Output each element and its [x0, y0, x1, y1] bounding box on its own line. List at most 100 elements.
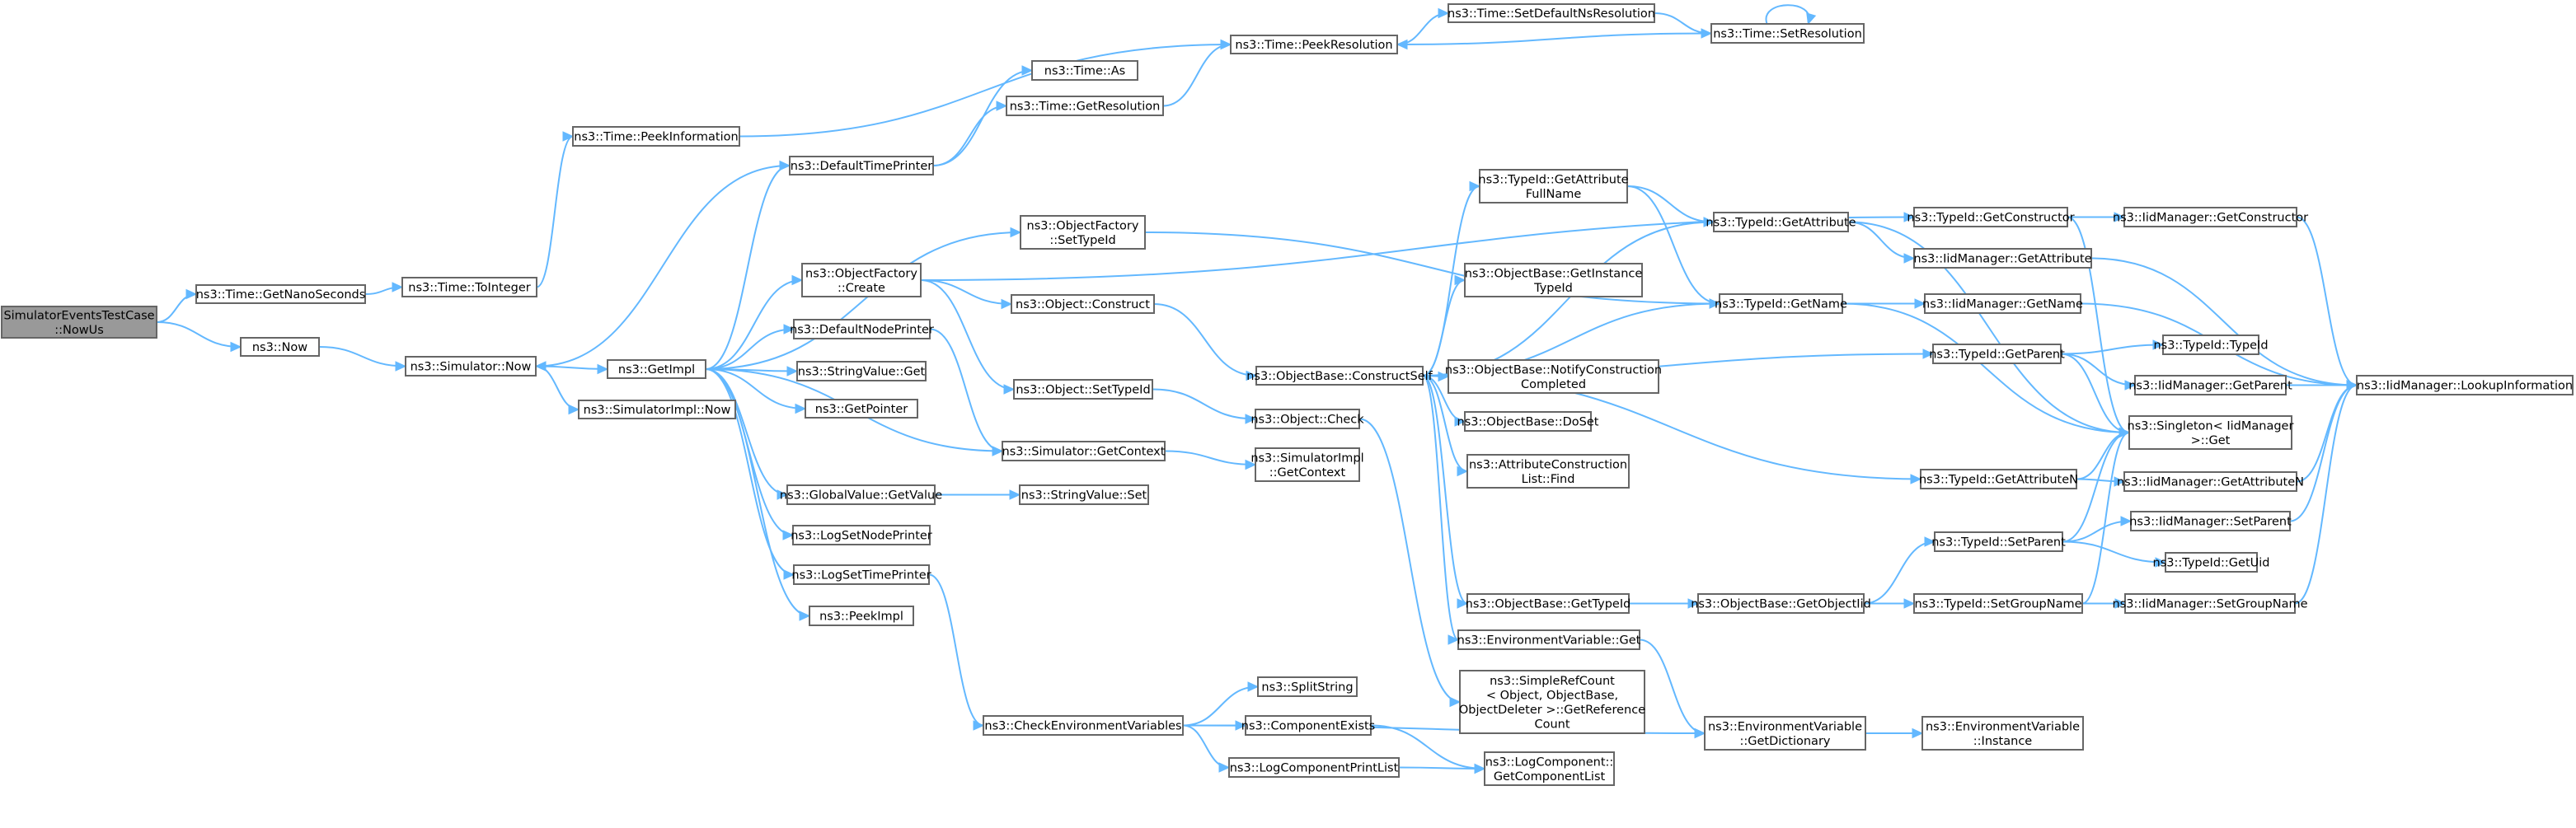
node-box: [1464, 411, 1592, 432]
node-obGetObjectIid[interactable]: ns3::ObjectBase::GetObjectIid: [1691, 593, 1871, 614]
node-root[interactable]: SimulatorEventsTestCase::NowUs: [1, 306, 157, 339]
node-obNotifyConstruction[interactable]: ns3::ObjectBase::NotifyConstructionCompl…: [1445, 359, 1662, 394]
node-label: ns3::Time::GetNanoSeconds: [196, 288, 366, 302]
node-simImplGetContext[interactable]: ns3::SimulatorImpl::GetContext: [1250, 447, 1364, 482]
node-iidGetAttributeN[interactable]: ns3::IidManager::GetAttributeN: [2117, 471, 2304, 492]
node-getNanoSeconds[interactable]: ns3::Time::GetNanoSeconds: [195, 284, 366, 304]
arrow-head-icon: [2119, 427, 2131, 438]
node-objCheck[interactable]: ns3::Object::Check: [1250, 409, 1364, 429]
node-peekResolution[interactable]: ns3::Time::PeekResolution: [1230, 35, 1398, 54]
node-iidSetParent[interactable]: ns3::IidManager::SetParent: [2129, 511, 2292, 531]
node-tidGetAttributeN[interactable]: ns3::TypeId::GetAttributeN: [1919, 469, 2078, 489]
node-tidGetUid[interactable]: ns3::TypeId::GetUid: [2153, 552, 2270, 573]
node-iidGetParent[interactable]: ns3::IidManager::GetParent: [2128, 375, 2292, 395]
edge-getImpl-to-peekImpl: [705, 368, 811, 621]
edge-line: [2060, 353, 2130, 433]
node-envVarInstance[interactable]: ns3::EnvironmentVariable::Instance: [1921, 716, 2084, 751]
node-envVarGetDictionary[interactable]: ns3::EnvironmentVariable::GetDictionary: [1704, 716, 1866, 751]
node-box: [2356, 375, 2574, 395]
arrow-head-icon: [1396, 39, 1408, 50]
node-peekImpl[interactable]: ns3::PeekImpl: [809, 606, 914, 626]
edge-objCheck-to-simpleRefCount: [1358, 418, 1462, 708]
node-box: [1713, 212, 1849, 232]
node-label: ns3::PeekImpl: [819, 610, 903, 624]
node-iidGetConstructor[interactable]: ns3::IidManager::GetConstructor: [2113, 207, 2308, 227]
node-logSetNodePrinter[interactable]: ns3::LogSetNodePrinter: [791, 525, 932, 545]
arrow-head-icon: [1448, 634, 1460, 645]
node-label: ns3::DefaultNodePrinter: [790, 324, 934, 337]
node-tidGetConstructor[interactable]: ns3::TypeId::GetConstructor: [1907, 207, 2075, 227]
node-checkEnvVars[interactable]: ns3::CheckEnvironmentVariables: [983, 715, 1184, 736]
node-box: [1457, 629, 1640, 650]
node-label: ::GetContext: [1269, 466, 1346, 479]
node-iidGetAttribute[interactable]: ns3::IidManager::GetAttribute: [1913, 248, 2092, 269]
node-tidSetParent[interactable]: ns3::TypeId::SetParent: [1931, 531, 2066, 552]
node-ofSetTypeId[interactable]: ns3::ObjectFactory::SetTypeId: [1020, 215, 1146, 250]
node-tidGetAttribute[interactable]: ns3::TypeId::GetAttribute: [1706, 212, 1856, 232]
node-simpleRefCount[interactable]: ns3::SimpleRefCount< Object, ObjectBase,…: [1459, 670, 1645, 734]
edge-iidSetParent-to-iidLookupInformation: [2289, 380, 2358, 522]
node-iidLookupInformation[interactable]: ns3::IidManager::LookupInformation: [2356, 375, 2574, 395]
node-toInteger[interactable]: ns3::Time::ToInteger: [401, 277, 537, 297]
node-box: [1484, 751, 1615, 786]
node-logComponentGetList[interactable]: ns3::LogComponent::GetComponentList: [1484, 751, 1615, 786]
node-now[interactable]: ns3::Now: [240, 337, 320, 357]
node-label: ns3::StringValue::Set: [1021, 489, 1147, 503]
arrow-head-icon: [1474, 763, 1486, 774]
node-box: [1228, 757, 1400, 778]
node-box: [1921, 716, 2084, 751]
node-setDefaultNsRes[interactable]: ns3::Time::SetDefaultNsResolution: [1448, 3, 1655, 23]
node-box: [1913, 593, 2083, 614]
node-logSetTimePrinter[interactable]: ns3::LogSetTimePrinter: [791, 564, 931, 585]
node-peekInformation[interactable]: ns3::Time::PeekInformation: [572, 126, 740, 147]
node-setResolution[interactable]: ns3::Time::SetResolution: [1710, 23, 1865, 44]
node-obDoSet[interactable]: ns3::ObjectBase::DoSet: [1457, 411, 1599, 432]
node-label: ns3::AttributeConstruction: [1469, 458, 1627, 471]
node-singletonGet[interactable]: ns3::Singleton< IidManager>::Get: [2128, 415, 2294, 450]
node-box: [1011, 294, 1155, 314]
edge-getImpl-to-ofCreate: [705, 274, 804, 370]
edge-line: [1847, 221, 2130, 433]
node-simNow[interactable]: ns3::Simulator::Now: [405, 356, 537, 377]
node-iidGetName[interactable]: ns3::IidManager::GetName: [1922, 293, 2083, 314]
edge-line: [920, 279, 1012, 305]
node-obGetTypeId[interactable]: ns3::ObjectBase::GetTypeId: [1466, 593, 1631, 614]
node-tidGetParent[interactable]: ns3::TypeId::GetParent: [1929, 344, 2065, 364]
node-simGetContext[interactable]: ns3::Simulator::GetContext: [1002, 441, 1166, 461]
node-constructSelf[interactable]: ns3::ObjectBase::ConstructSelf: [1246, 366, 1433, 386]
node-iidSetGroupName[interactable]: ns3::IidManager::SetGroupName: [2112, 593, 2308, 614]
node-stringValueSet[interactable]: ns3::StringValue::Set: [1019, 484, 1149, 505]
node-getImpl[interactable]: ns3::GetImpl: [607, 359, 706, 379]
node-tidGetName[interactable]: ns3::TypeId::GetName: [1715, 293, 1847, 314]
node-tidTypeId[interactable]: ns3::TypeId::TypeId: [2153, 334, 2269, 355]
edge-getImpl-to-getPointer: [705, 368, 807, 414]
node-getPointer[interactable]: ns3::GetPointer: [805, 399, 918, 419]
node-splitString[interactable]: ns3::SplitString: [1257, 676, 1358, 697]
node-label: ns3::LogSetNodePrinter: [791, 530, 932, 543]
edge-tidSetParent-to-tidGetUid: [2062, 540, 2167, 568]
arrow-head-icon: [562, 131, 575, 142]
node-timeAs[interactable]: ns3::Time::As: [1031, 60, 1138, 81]
node-label: ns3::Time::SetDefaultNsResolution: [1448, 7, 1655, 21]
node-objSetTypeId[interactable]: ns3::Object::SetTypeId: [1013, 379, 1153, 400]
node-componentExists[interactable]: ns3::ComponentExists: [1241, 715, 1376, 736]
node-globalValueGetValue[interactable]: ns3::GlobalValue::GetValue: [780, 484, 942, 505]
node-objConstruct[interactable]: ns3::Object::Construct: [1011, 294, 1155, 314]
node-envVarGet[interactable]: ns3::EnvironmentVariable::Get: [1457, 629, 1641, 650]
node-simImplNow[interactable]: ns3::SimulatorImpl::Now: [578, 400, 736, 419]
node-defaultNodePrinter[interactable]: ns3::DefaultNodePrinter: [790, 319, 934, 339]
node-tidSetGroupName[interactable]: ns3::TypeId::SetGroupName: [1913, 593, 2083, 614]
arrow-head-icon: [1903, 253, 1916, 264]
node-getResolution[interactable]: ns3::Time::GetResolution: [1006, 96, 1164, 116]
node-ofCreate[interactable]: ns3::ObjectFactory::Create: [801, 263, 922, 297]
node-stringValueGet[interactable]: ns3::StringValue::Get: [796, 361, 927, 381]
edge-defaultTimePrinter-to-simNow: [534, 165, 791, 372]
node-logComponentPrintList[interactable]: ns3::LogComponentPrintList: [1228, 757, 1400, 778]
node-defaultTimePrinter[interactable]: ns3::DefaultTimePrinter: [789, 156, 934, 175]
node-label: ns3::IidManager::GetConstructor: [2113, 212, 2308, 225]
edge-now-to-simNow: [318, 346, 407, 372]
arrow-head-icon: [2120, 516, 2133, 526]
